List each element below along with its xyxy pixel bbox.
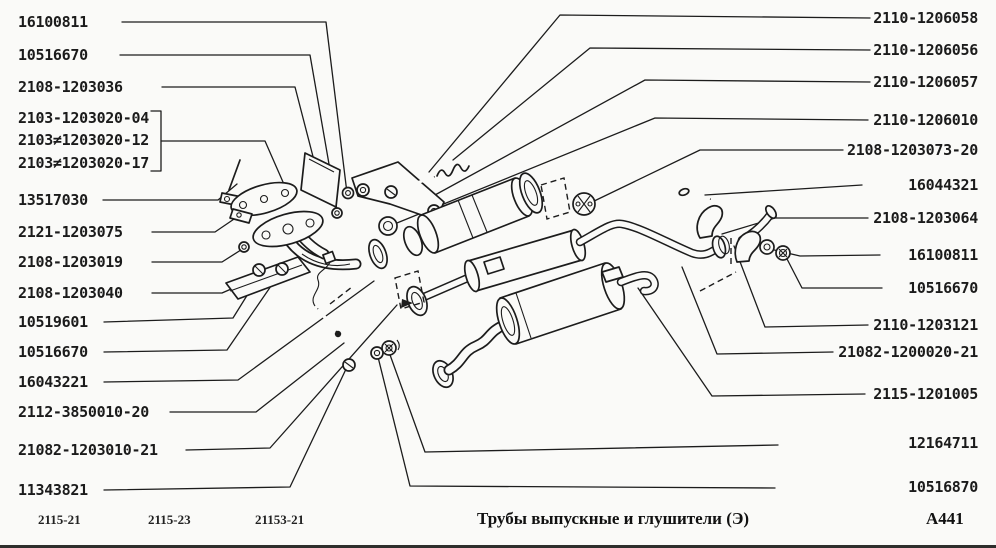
part-number-left-16: 11343821 xyxy=(18,481,88,499)
model-code-1: 2115-21 xyxy=(38,512,81,527)
part-number-left-7: 13517030 xyxy=(18,191,88,209)
part-number-right-7: 2108-1203064 xyxy=(873,209,978,227)
part-number-left-6: 2103≠1203020-17 xyxy=(18,154,149,172)
part-number-right-5: 2108-1203073-20 xyxy=(847,141,978,159)
part-number-right-3: 2110-1206057 xyxy=(873,73,978,91)
part-number-left-3: 2108-1203036 xyxy=(18,78,123,96)
manifold-washer xyxy=(331,207,343,219)
flat-washer xyxy=(381,339,400,356)
flange-bolt xyxy=(384,175,435,199)
part-number-right-9: 10516670 xyxy=(908,279,978,297)
bottom-rule xyxy=(0,545,996,548)
part-number-left-12: 10516670 xyxy=(18,343,88,361)
manifold-nut xyxy=(341,186,355,200)
catalytic-converter xyxy=(402,172,544,257)
part-number-right-14: 10516870 xyxy=(908,478,978,496)
rear-pipe-section xyxy=(678,187,791,292)
part-number-left-13: 16043221 xyxy=(18,373,88,391)
part-number-right-6: 16044321 xyxy=(908,176,978,194)
model-code-2: 2115-23 xyxy=(148,512,191,527)
coil-spring xyxy=(436,163,470,177)
clamp-strip xyxy=(229,208,253,224)
assembly-boundary-resonator xyxy=(394,270,425,310)
clamp-stud xyxy=(678,187,711,201)
oxygen-sensor xyxy=(312,250,342,338)
resonator-bracket xyxy=(483,256,505,275)
clamp-nut xyxy=(775,245,791,261)
pipe-clamp-half-rear xyxy=(734,230,762,263)
clamp-washer xyxy=(759,239,775,255)
sealing-ring xyxy=(378,216,398,236)
part-number-right-11: 21082-1200020-21 xyxy=(838,343,978,361)
part-number-left-9: 2108-1203019 xyxy=(18,253,123,271)
part-number-right-12: 2115-1201005 xyxy=(873,385,978,403)
part-number-left-5: 2103≠1203020-12 xyxy=(18,131,149,149)
assembly-boundary-catalyst xyxy=(540,177,571,220)
arrow-marker xyxy=(401,299,413,308)
sleeve-ring xyxy=(711,235,730,259)
part-number-right-1: 2110-1206058 xyxy=(873,9,978,27)
hanger-rubber-donut xyxy=(572,192,596,216)
pipe-clamp-half-front xyxy=(696,205,724,239)
part-number-right-10: 2110-1203121 xyxy=(873,316,978,334)
model-code-3: 21153-21 xyxy=(255,512,305,527)
part-number-left-4: 2103-1203020-04 xyxy=(18,109,149,127)
part-number-left-11: 10519601 xyxy=(18,313,88,331)
figure-caption: Трубы выпускные и глушители (Э) xyxy=(477,509,750,528)
bracket-nut xyxy=(238,241,250,253)
part-number-right-4: 2110-1206010 xyxy=(873,111,978,129)
assembly-dash-rear xyxy=(699,271,737,292)
part-number-right-13: 12164711 xyxy=(908,434,978,452)
flange-gaskets xyxy=(230,181,324,248)
group-bracket xyxy=(150,110,162,172)
part-number-left-1: 16100811 xyxy=(18,13,88,31)
part-number-left-10: 2108-1203040 xyxy=(18,284,123,302)
part-number-left-2: 10516670 xyxy=(18,46,88,64)
part-number-left-15: 21082-1203010-21 xyxy=(18,441,158,459)
sheet-code: A441 xyxy=(926,509,964,528)
part-number-left-14: 2112-3850010-20 xyxy=(18,403,149,421)
heat-shield xyxy=(300,152,341,208)
part-number-right-2: 2110-1206056 xyxy=(873,41,978,59)
part-number-left-8: 2121-1203075 xyxy=(18,223,123,241)
lower-bracket xyxy=(225,256,311,300)
part-number-right-8: 16100811 xyxy=(908,246,978,264)
assembly-dash xyxy=(329,286,353,305)
muffler xyxy=(432,262,659,389)
tailpipe xyxy=(616,271,659,296)
muffler-bolt xyxy=(342,353,373,372)
downpipe-flange xyxy=(368,238,388,270)
